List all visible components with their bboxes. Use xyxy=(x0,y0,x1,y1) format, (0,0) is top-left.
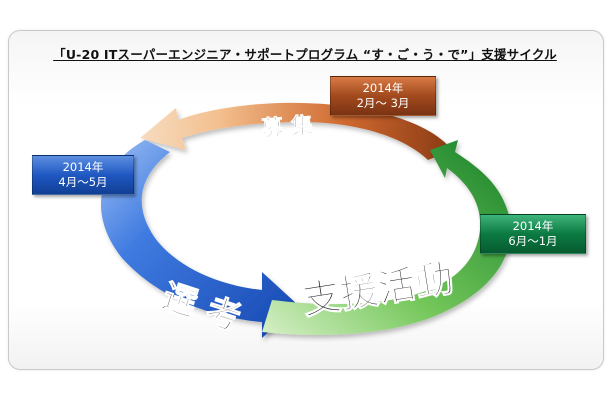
selection-period: 4月～5月 xyxy=(58,175,108,189)
support-period: 6月～1月 xyxy=(508,234,558,248)
recruit-period-box: 2014年 2月～ 3月 xyxy=(330,76,436,116)
recruit-arrow xyxy=(140,102,452,160)
support-period-box: 2014年 6月～1月 xyxy=(480,214,586,254)
recruit-label: 募 集 xyxy=(260,112,315,142)
recruit-period: 2月～ 3月 xyxy=(356,96,410,110)
selection-year: 2014年 xyxy=(62,160,104,174)
support-year: 2014年 xyxy=(512,219,554,233)
selection-period-box: 2014年 4月～5月 xyxy=(32,155,134,195)
selection-arrow xyxy=(100,140,298,338)
diagram-title: 「U-20 ITスーパーエンジニア・サポートプログラム “す・ご・う・で”」支援… xyxy=(53,47,557,62)
support-arrow xyxy=(262,140,511,336)
recruit-year: 2014年 xyxy=(362,81,404,95)
